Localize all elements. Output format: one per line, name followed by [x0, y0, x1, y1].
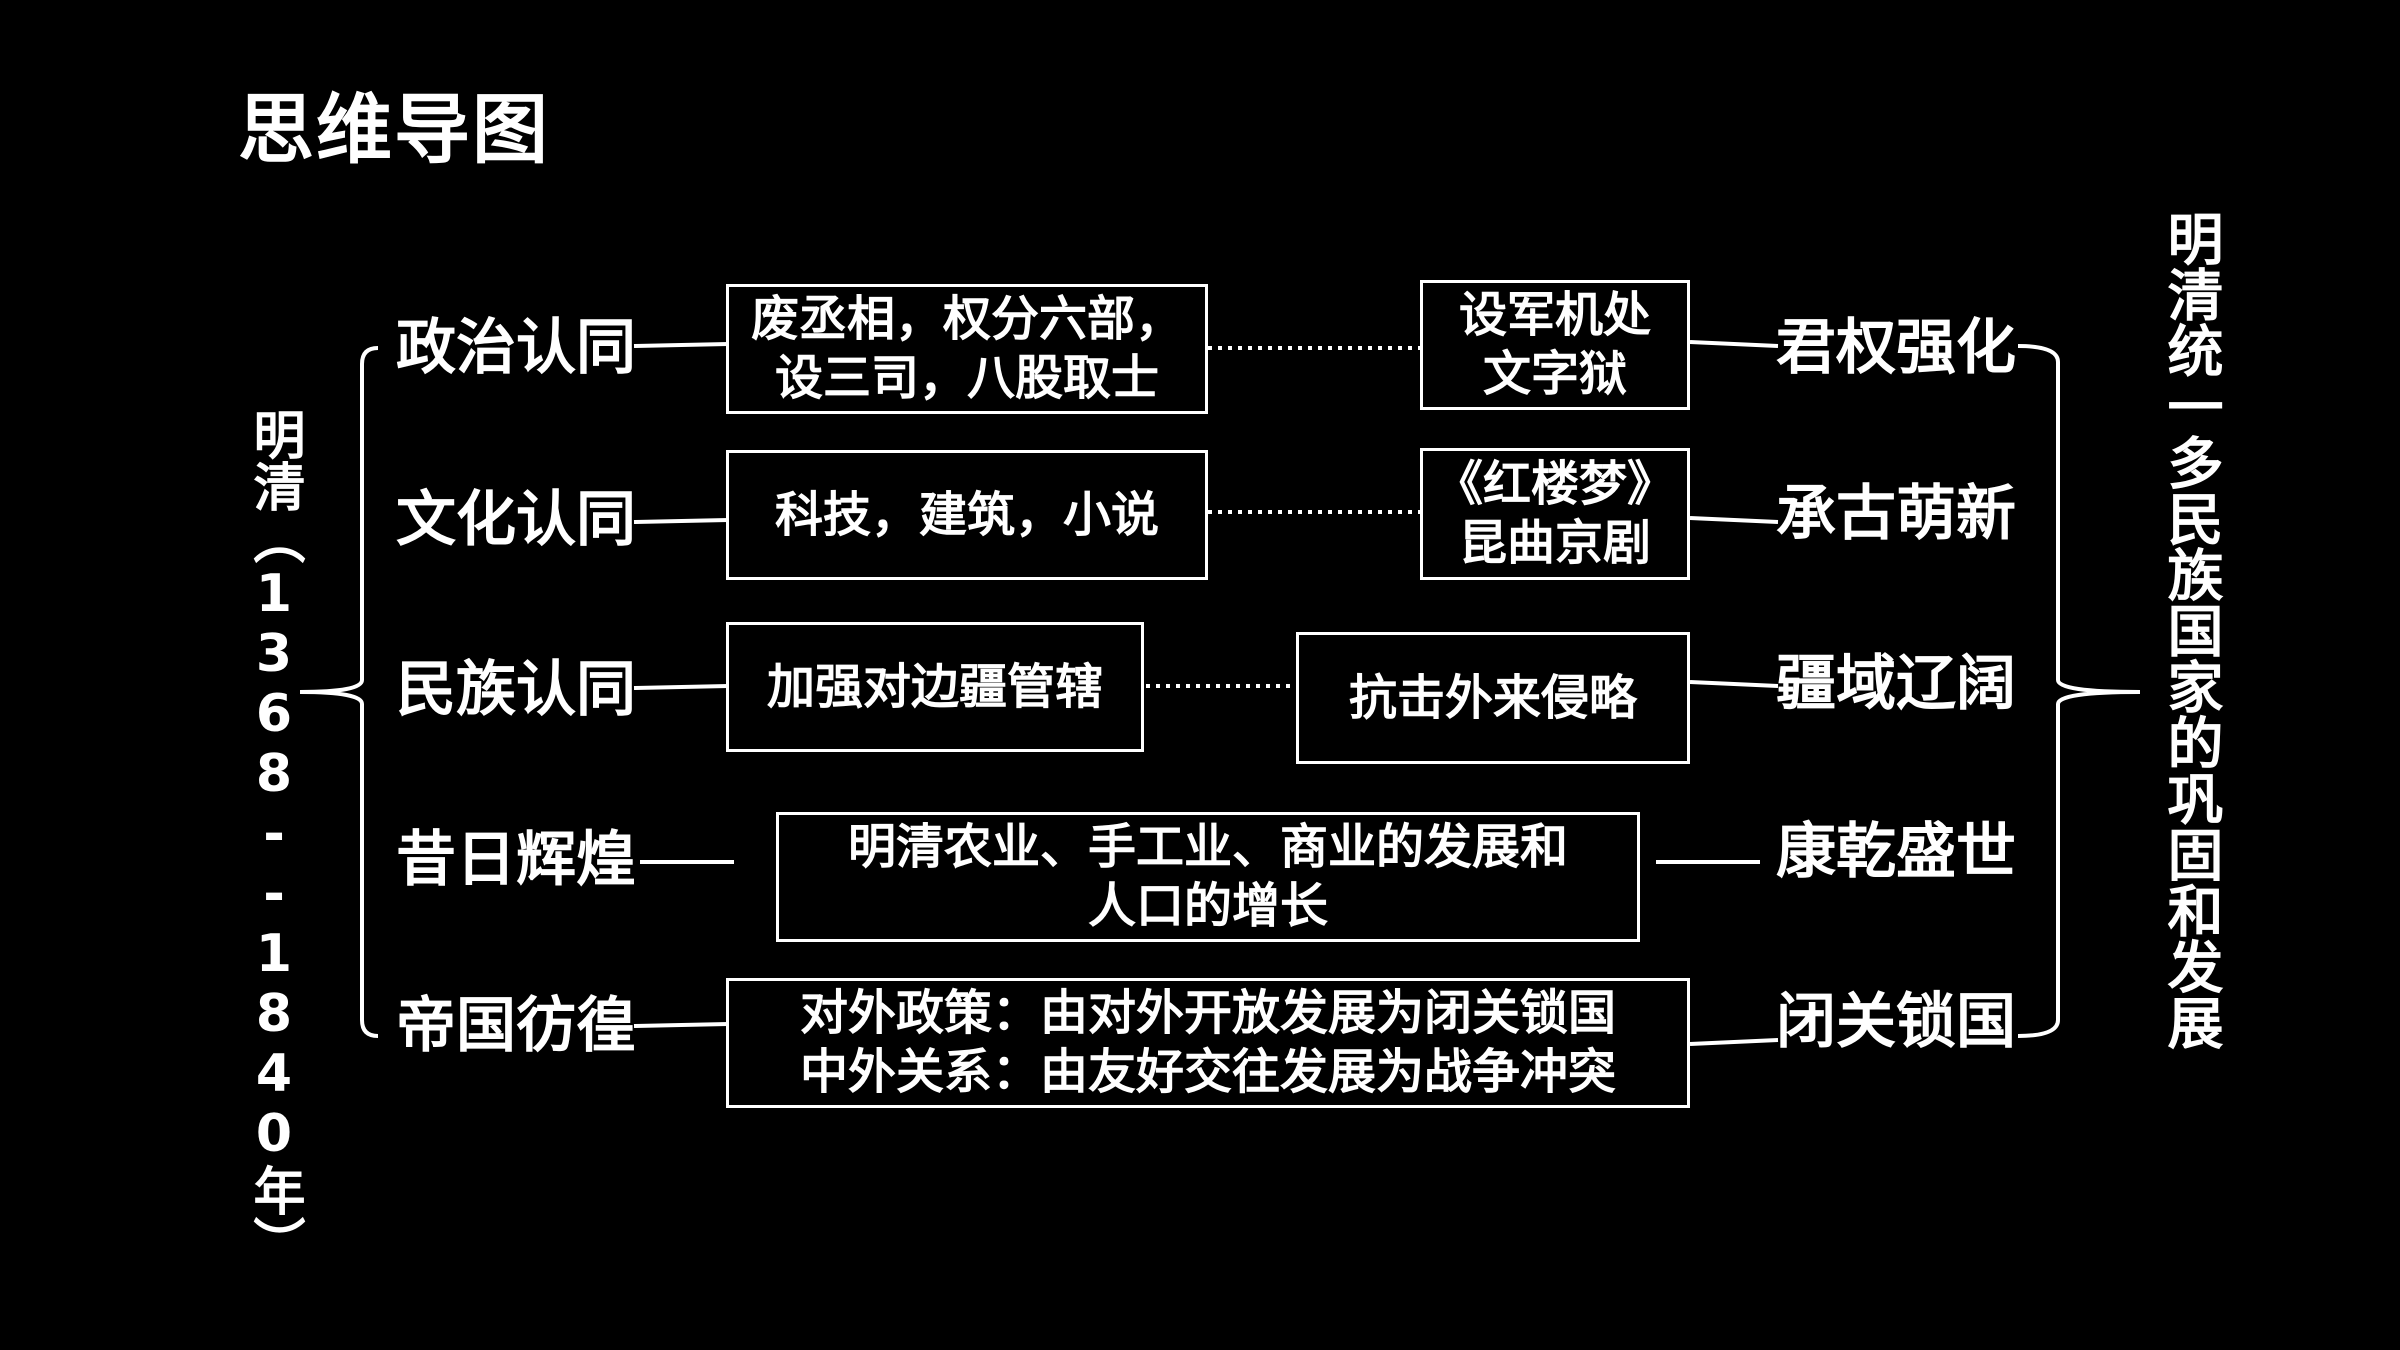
detail-box-ethnic: 加强对边疆管辖	[726, 622, 1144, 752]
connector-res-2	[1689, 516, 1779, 524]
later-line: 《红楼梦》	[1434, 456, 1675, 513]
later-box-political: 设军机处 文字狱	[1420, 280, 1690, 410]
result-glory: 康乾盛世	[1776, 817, 2016, 887]
period-label-text: 明清（1368--1840年）	[244, 408, 304, 1268]
detail-box-cultural: 科技，建筑，小说	[726, 450, 1208, 580]
later-line: 文字狱	[1482, 346, 1627, 402]
right-bracket	[2017, 344, 2141, 1038]
detail-line: 加强对边疆管辖	[766, 658, 1103, 715]
result-hesitation: 闭关锁国	[1776, 987, 2016, 1057]
category-glory: 昔日辉煌	[396, 825, 636, 895]
result-ethnic: 疆域辽阔	[1776, 649, 2016, 719]
detail-line: 科技，建筑，小说	[774, 486, 1159, 543]
detail-line: 中外关系：由友好交往发展为战争冲突	[799, 1044, 1616, 1100]
theme-label-text: 明清统一多民族国家的巩固和发展	[2158, 210, 2223, 1050]
later-line: 抗击外来侵略	[1348, 669, 1637, 726]
later-line: 昆曲京剧	[1458, 515, 1651, 571]
detail-box-hesitation: 对外政策：由对外开放发展为闭关锁国 中外关系：由友好交往发展为战争冲突	[726, 978, 1690, 1108]
connector-cat-3	[633, 684, 729, 690]
category-cultural: 文化认同	[396, 485, 636, 555]
category-ethnic: 民族认同	[396, 655, 636, 725]
detail-line: 废丞相，权分六部，	[750, 291, 1183, 348]
connector-cat-1	[633, 342, 729, 348]
page-title: 思维导图	[238, 85, 550, 174]
category-hesitation: 帝国彷徨	[396, 991, 636, 1061]
period-label: 明清（1368--1840年）	[244, 408, 304, 1268]
theme-label: 明清统一多民族国家的巩固和发展	[2158, 210, 2223, 1050]
left-bracket	[299, 346, 379, 1038]
later-box-ethnic: 抗击外来侵略	[1296, 632, 1690, 764]
detail-line: 明清农业、手工业、商业的发展和	[847, 819, 1568, 876]
connector-res-1	[1689, 340, 1779, 348]
detail-line: 人口的增长	[1087, 878, 1328, 934]
result-cultural: 承古萌新	[1776, 479, 2016, 549]
result-political: 君权强化	[1776, 313, 2016, 383]
later-box-cultural: 《红楼梦》 昆曲京剧	[1420, 448, 1690, 580]
connector-cat-2	[633, 518, 729, 524]
detail-box-political: 废丞相，权分六部， 设三司，八股取士	[726, 284, 1208, 414]
connector-cat-5	[633, 1022, 729, 1028]
category-political: 政治认同	[396, 313, 636, 383]
connector-res-5	[1689, 1038, 1779, 1046]
detail-box-glory: 明清农业、手工业、商业的发展和 人口的增长	[776, 812, 1640, 942]
later-line: 设军机处	[1458, 287, 1651, 344]
connector-res-3	[1689, 680, 1779, 688]
detail-line: 设三司，八股取士	[774, 350, 1159, 406]
detail-line: 对外政策：由对外开放发展为闭关锁国	[799, 985, 1616, 1042]
